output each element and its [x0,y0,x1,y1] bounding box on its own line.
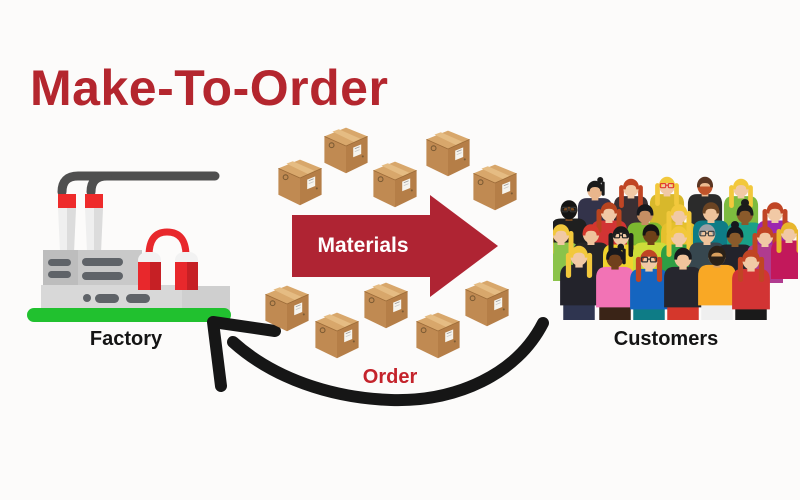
order-flow-label: Order [362,366,418,388]
page-title: Make-To-Order [30,60,389,116]
materials-flow-label: Materials [317,234,409,257]
curved-arrow-icon [207,316,549,407]
right-arrow-icon [292,195,498,297]
customers-label: Customers [613,328,719,350]
factory-label: Factory [89,328,163,350]
factory-ground [27,308,231,322]
people-crowd-icon [553,176,798,320]
factory-icon [27,171,231,322]
